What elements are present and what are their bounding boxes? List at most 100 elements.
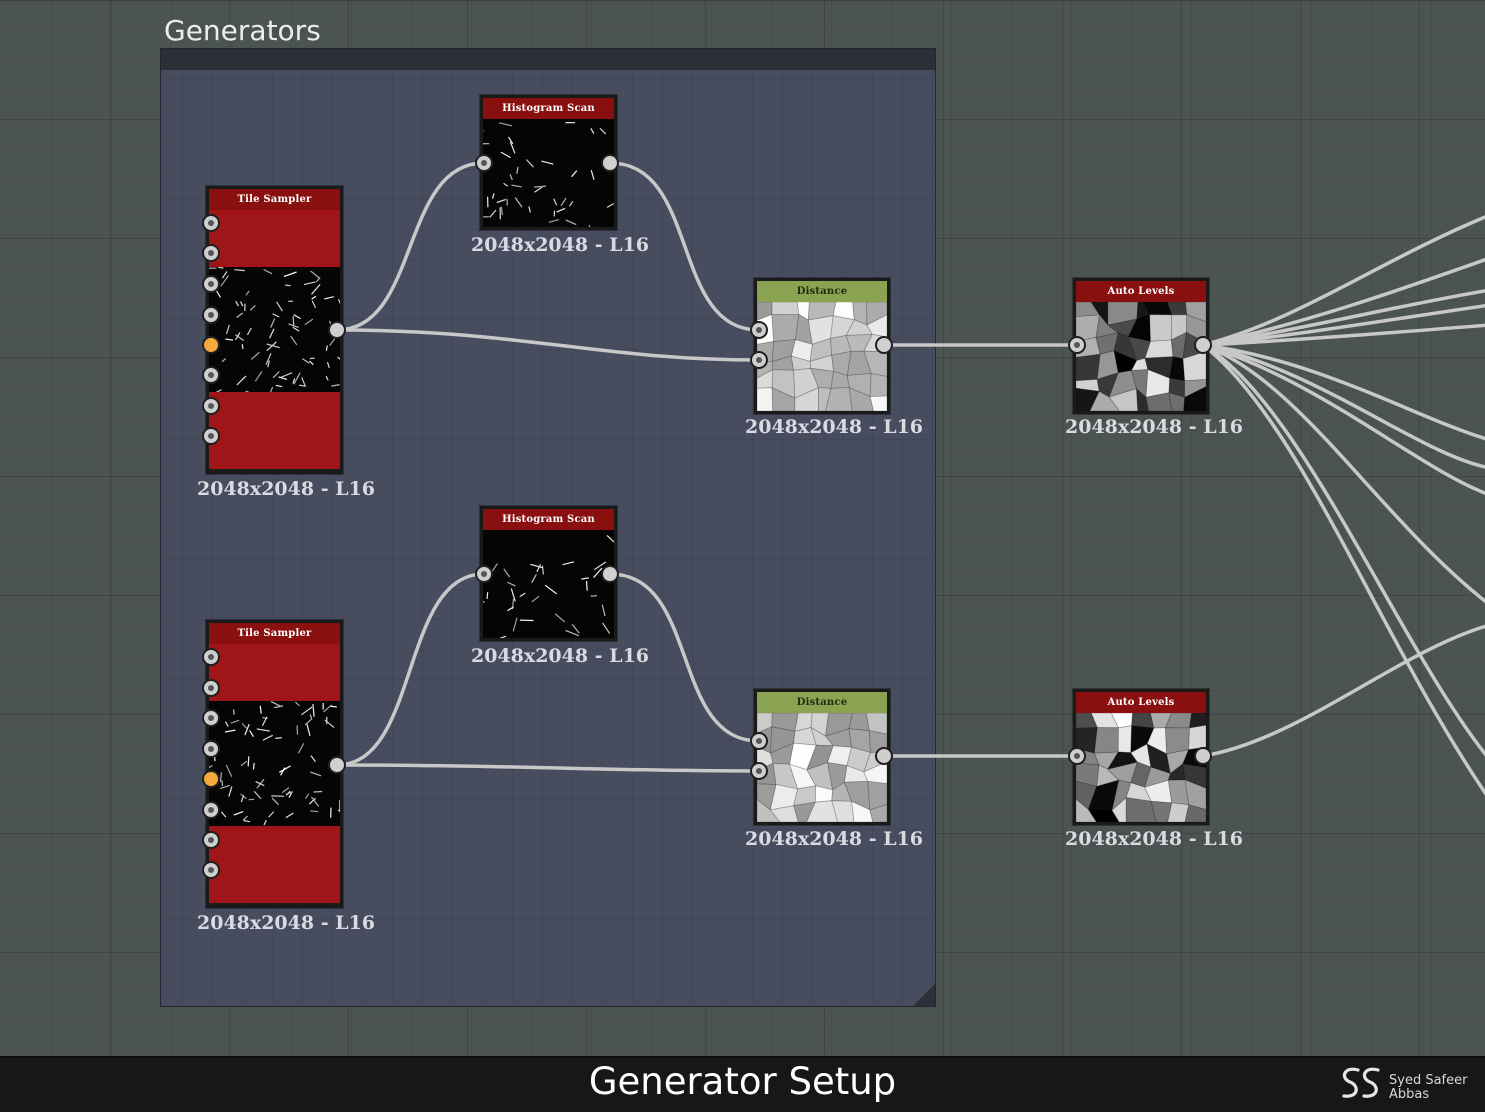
preview-streak bbox=[589, 225, 592, 227]
input-port-icon[interactable] bbox=[202, 648, 220, 666]
preview-streak bbox=[229, 787, 232, 797]
node-title: Tile Sampler bbox=[209, 623, 340, 644]
input-port-icon[interactable] bbox=[202, 275, 220, 293]
input-port-highlighted-icon[interactable] bbox=[202, 336, 220, 354]
frame-header[interactable] bbox=[161, 49, 935, 70]
preview-streak bbox=[515, 198, 522, 208]
preview-streak bbox=[305, 319, 313, 325]
input-port-icon[interactable] bbox=[202, 709, 220, 727]
frame-resize-handle[interactable] bbox=[913, 984, 935, 1006]
preview-cell bbox=[1076, 354, 1100, 381]
tile-sampler-body-top bbox=[209, 644, 340, 701]
preview-streak bbox=[510, 174, 512, 180]
preview-streak bbox=[260, 706, 261, 714]
preview-streak bbox=[326, 346, 327, 351]
input-port-icon[interactable] bbox=[202, 306, 220, 324]
wire-fanout bbox=[1203, 325, 1485, 345]
preview-streak bbox=[263, 735, 273, 740]
preview-streak bbox=[311, 271, 321, 279]
input-port-icon[interactable] bbox=[202, 831, 220, 849]
input-port-icon[interactable] bbox=[202, 427, 220, 445]
preview-streak bbox=[572, 171, 577, 177]
wire-fanout bbox=[1203, 345, 1485, 495]
preview-streak bbox=[272, 798, 278, 805]
preview-streak bbox=[532, 575, 537, 583]
input-port-icon[interactable] bbox=[202, 679, 220, 697]
auto-levels-node[interactable]: Auto Levels bbox=[1073, 689, 1209, 825]
preview-streak bbox=[537, 564, 541, 572]
input-port-icon[interactable] bbox=[202, 801, 220, 819]
preview-streak bbox=[276, 738, 282, 739]
preview-streak bbox=[285, 285, 291, 286]
distance-node[interactable]: Distance bbox=[754, 689, 890, 825]
preview-streak bbox=[220, 785, 229, 788]
preview-streak bbox=[281, 373, 293, 378]
preview-streak bbox=[276, 385, 282, 386]
input-port-icon[interactable] bbox=[202, 244, 220, 262]
input-port-icon[interactable] bbox=[202, 397, 220, 415]
output-port-icon[interactable] bbox=[328, 756, 346, 774]
output-port-icon[interactable] bbox=[1194, 747, 1212, 765]
node-preview bbox=[757, 713, 887, 822]
preview-streak bbox=[222, 271, 227, 278]
preview-streak bbox=[529, 206, 531, 212]
output-port-icon[interactable] bbox=[875, 336, 893, 354]
tile-sampler-node[interactable]: Tile Sampler bbox=[206, 620, 343, 908]
preview-streak bbox=[607, 535, 614, 543]
preview-streak bbox=[279, 766, 290, 772]
input-port-highlighted-icon[interactable] bbox=[202, 770, 220, 788]
output-port-icon[interactable] bbox=[1194, 336, 1212, 354]
input-port-icon[interactable] bbox=[1068, 336, 1086, 354]
output-port-icon[interactable] bbox=[601, 154, 619, 172]
preview-streak bbox=[241, 302, 243, 307]
input-port-icon[interactable] bbox=[475, 565, 493, 583]
input-port-icon[interactable] bbox=[750, 321, 768, 339]
node-title: Distance bbox=[757, 281, 887, 302]
input-port-icon[interactable] bbox=[202, 366, 220, 384]
preview-streak bbox=[234, 710, 235, 715]
input-port-icon[interactable] bbox=[750, 762, 768, 780]
node-resolution-label: 2048x2048 - L16 bbox=[1065, 416, 1243, 438]
preview-streak bbox=[513, 618, 517, 632]
preview-streak bbox=[572, 624, 579, 633]
preview-streak bbox=[312, 301, 315, 308]
preview-streak bbox=[310, 361, 314, 365]
tile-sampler-node[interactable]: Tile Sampler bbox=[206, 186, 343, 474]
distance-node[interactable]: Distance bbox=[754, 278, 890, 414]
preview-streak bbox=[591, 170, 594, 180]
histogram-scan-node[interactable]: Histogram Scan bbox=[480, 506, 617, 641]
input-port-icon[interactable] bbox=[475, 154, 493, 172]
histogram-scan-node[interactable]: Histogram Scan bbox=[480, 95, 617, 230]
input-port-icon[interactable] bbox=[202, 740, 220, 758]
input-port-icon[interactable] bbox=[202, 214, 220, 232]
preview-streak bbox=[535, 187, 543, 192]
preview-streak bbox=[295, 702, 299, 706]
preview-streak bbox=[566, 220, 577, 225]
wire-fanout bbox=[1203, 290, 1485, 345]
preview-streak bbox=[242, 344, 243, 349]
preview-streak bbox=[257, 729, 270, 731]
preview-streak bbox=[313, 704, 314, 717]
preview-streak bbox=[501, 207, 502, 215]
output-port-icon[interactable] bbox=[875, 747, 893, 765]
author-line: Abbas bbox=[1389, 1088, 1467, 1102]
preview-streak bbox=[241, 761, 247, 766]
preview-streak bbox=[324, 705, 332, 712]
preview-streak bbox=[501, 152, 511, 158]
preview-streak bbox=[251, 352, 259, 359]
input-port-icon[interactable] bbox=[750, 351, 768, 369]
preview-streak bbox=[545, 585, 557, 594]
preview-streak bbox=[310, 715, 312, 719]
preview-streak bbox=[242, 723, 247, 728]
input-port-icon[interactable] bbox=[750, 732, 768, 750]
output-port-icon[interactable] bbox=[328, 321, 346, 339]
node-preview bbox=[209, 267, 340, 392]
preview-streak bbox=[517, 167, 518, 174]
output-port-icon[interactable] bbox=[601, 565, 619, 583]
preview-cell bbox=[870, 373, 887, 396]
auto-levels-node[interactable]: Auto Levels bbox=[1073, 278, 1209, 414]
input-port-icon[interactable] bbox=[1068, 747, 1086, 765]
input-port-icon[interactable] bbox=[202, 861, 220, 879]
preview-streak bbox=[532, 596, 539, 602]
node-resolution-label: 2048x2048 - L16 bbox=[1065, 828, 1243, 850]
